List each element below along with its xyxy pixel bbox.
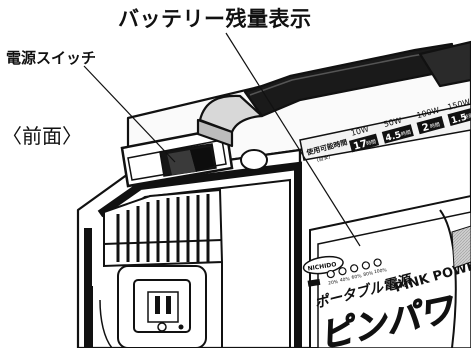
battery-led-100 — [373, 258, 382, 267]
battery-pct-40: 40% — [339, 276, 351, 284]
brand-logo: NICHIDO — [307, 261, 337, 272]
brand-panel: NICHIDO 20% 40% 60% 80% 100% ポータブル電源 PIN… — [302, 194, 471, 348]
usage-time-50: 4.5 — [384, 130, 402, 144]
usage-time-strip: 使用可能時間 (目安) 10W 17 時間 50W 4.5 時間 100W 2 … — [299, 97, 471, 164]
leader-lines — [83, 32, 361, 247]
carry-handle — [196, 40, 471, 148]
vent-grille — [103, 188, 224, 268]
usage-note: (目安) — [316, 153, 331, 163]
ac-outlet — [117, 265, 207, 348]
usage-time-150: 1.5 — [450, 113, 468, 127]
battery-pct-60: 60% — [351, 273, 363, 281]
lamp-window — [240, 149, 268, 171]
battery-icon — [307, 278, 321, 287]
battery-pct-20: 20% — [328, 279, 340, 287]
usage-unit: 時間 — [366, 139, 377, 147]
battery-pct-80: 80% — [363, 270, 375, 278]
battery-pct-100: 100% — [374, 267, 388, 275]
battery-led-20 — [326, 269, 335, 279]
battery-indicator-label: バッテリー残量表示 — [118, 7, 312, 31]
power-switch[interactable] — [159, 143, 217, 177]
usage-unit: 時間 — [400, 130, 411, 138]
battery-led-40 — [338, 267, 347, 276]
front-view-label: 〈前面〉 — [2, 124, 82, 148]
battery-led-80 — [361, 261, 370, 270]
usage-unit: 時間 — [429, 122, 440, 130]
usage-time-10: 17 — [352, 138, 368, 152]
battery-led-60 — [350, 264, 359, 273]
usage-time-100: 2 — [421, 122, 431, 134]
power-switch-label: 電源スイッチ — [6, 49, 97, 67]
brand-logo-badge — [302, 255, 344, 275]
usage-unit: 時間 — [463, 113, 471, 121]
